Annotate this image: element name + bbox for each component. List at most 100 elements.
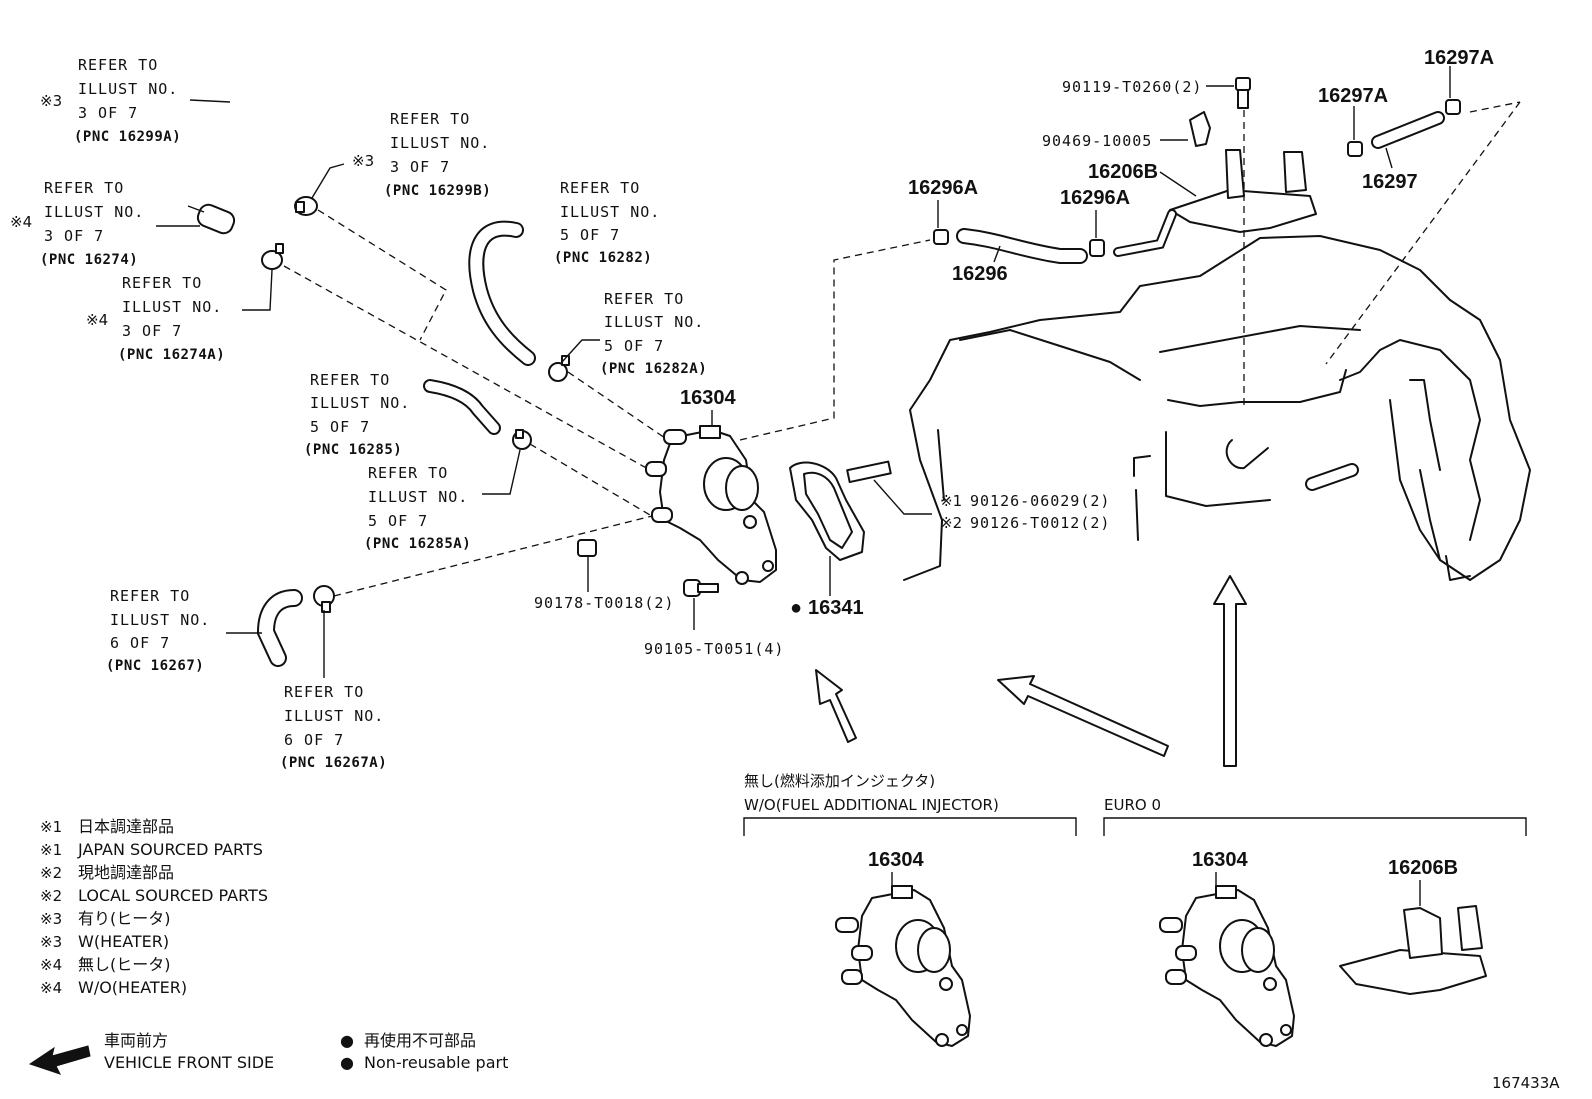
clamp-16299b[interactable] xyxy=(294,163,345,216)
refer-16267a[interactable]: REFER TO ILLUST NO. 6 OF 7 (PNC 16267A) xyxy=(280,683,387,771)
refer-pnc: (PNC 16282A) xyxy=(600,361,707,377)
note-mark: ※1 xyxy=(40,841,62,859)
bracket-16206b[interactable]: 16206B xyxy=(1088,149,1317,257)
part-number: 16304 xyxy=(868,849,924,871)
water-inlet-variant-1 xyxy=(835,885,971,1047)
clip-90469[interactable]: 90469-10005 xyxy=(1042,111,1211,150)
refer-line: ILLUST NO. xyxy=(284,707,384,725)
clamp-16297a-mid[interactable]: 16297A xyxy=(1318,85,1388,157)
note-mark: ※2 xyxy=(40,887,62,905)
note-mark: ※3 xyxy=(40,92,62,110)
hose-16296[interactable]: 16296 xyxy=(952,228,1088,285)
refer-line: 3 OF 7 xyxy=(122,322,182,340)
refer-line: 5 OF 7 xyxy=(604,337,664,355)
note-text: JAPAN SOURCED PARTS xyxy=(77,840,263,859)
note-mark: ※3 xyxy=(40,933,62,951)
arrow-wo-injector xyxy=(815,669,857,743)
part-number: 16296A xyxy=(908,177,978,199)
refer-line: ILLUST NO. xyxy=(368,488,468,506)
part-number: 90119-T0260(2) xyxy=(1062,78,1202,96)
part-number: 16206B xyxy=(1388,857,1458,879)
note-text: W/O(HEATER) xyxy=(78,978,187,997)
refer-line: 3 OF 7 xyxy=(44,227,104,245)
refer-16274[interactable]: ※4 REFER TO ILLUST NO. 3 OF 7 (PNC 16274… xyxy=(10,179,144,268)
part-number: 16297 xyxy=(1362,171,1418,193)
variant-euro0[interactable]: EURO 0 16304 16206B xyxy=(1103,796,1527,1047)
refer-16282[interactable]: REFER TO ILLUST NO. 5 OF 7 (PNC 16282) xyxy=(554,179,660,266)
part-number: 16304 xyxy=(1192,849,1248,871)
refer-16274a[interactable]: ※4 REFER TO ILLUST NO. 3 OF 7 (PNC 16274… xyxy=(86,274,225,363)
part-number: 16297A xyxy=(1424,47,1494,69)
variant-wo-injector[interactable]: 無し(燃料添加インジェクタ) W/O(FUEL ADDITIONAL INJEC… xyxy=(743,772,1077,1047)
refer-line: 6 OF 7 xyxy=(110,634,170,652)
refer-line: ILLUST NO. xyxy=(310,394,410,412)
bolt-90105[interactable]: 90105-T0051(4) xyxy=(644,579,784,658)
clamp-16282a[interactable] xyxy=(548,339,600,382)
hose-16267[interactable] xyxy=(226,589,303,667)
front-arrow-icon xyxy=(28,1045,91,1075)
clamp-16297a-top[interactable]: 16297A xyxy=(1424,47,1494,115)
hose-16285[interactable] xyxy=(423,379,501,435)
part-number: 16296 xyxy=(952,263,1008,285)
variant-caption: EURO 0 xyxy=(1104,796,1161,814)
refer-line: REFER TO xyxy=(44,179,124,197)
refer-16267[interactable]: REFER TO ILLUST NO. 6 OF 7 (PNC 16267) xyxy=(106,587,210,674)
refer-line: ILLUST NO. xyxy=(44,203,144,221)
refer-line: 5 OF 7 xyxy=(368,512,428,530)
note-text: 無し(ヒータ) xyxy=(78,955,171,974)
note-mark: ※1 xyxy=(40,818,62,836)
refer-16285a[interactable]: REFER TO ILLUST NO. 5 OF 7 (PNC 16285A) xyxy=(364,464,471,552)
engine-block xyxy=(903,235,1531,581)
nut-90178[interactable]: 90178-T0018(2) xyxy=(534,539,674,612)
clamp-16296a-right[interactable]: 16296A xyxy=(1060,187,1130,257)
water-inlet-variant-2 xyxy=(1159,885,1295,1047)
vehicle-front-indicator: 車両前方 VEHICLE FRONT SIDE xyxy=(28,1031,274,1075)
note-mark: ※3 xyxy=(352,152,374,170)
hose-16297[interactable]: 16297 xyxy=(1362,111,1445,193)
refer-line: REFER TO xyxy=(310,371,390,389)
clamp-16267a[interactable] xyxy=(313,585,335,678)
refer-line: REFER TO xyxy=(368,464,448,482)
front-label-en: VEHICLE FRONT SIDE xyxy=(104,1053,274,1072)
note-mark: ※1 xyxy=(940,492,962,510)
clamp-16285a[interactable] xyxy=(482,429,532,495)
refer-16282a[interactable]: REFER TO ILLUST NO. 5 OF 7 (PNC 16282A) xyxy=(600,290,707,377)
clamp-16296a-left[interactable]: 16296A xyxy=(908,177,978,245)
nonreusable-mark: ● xyxy=(340,1053,354,1072)
note-text: W(HEATER) xyxy=(78,932,169,951)
note-text: 日本調達部品 xyxy=(78,817,174,836)
bolt-90119[interactable]: 90119-T0260(2) xyxy=(1062,77,1251,109)
refer-line: ILLUST NO. xyxy=(390,134,490,152)
refer-line: REFER TO xyxy=(604,290,684,308)
hose-16282[interactable] xyxy=(468,220,536,366)
note-mark: ※4 xyxy=(10,213,32,231)
refer-pnc: (PNC 16299B) xyxy=(384,183,491,199)
refer-line: REFER TO xyxy=(390,110,470,128)
nonreusable-label-en: Non-reusable part xyxy=(364,1053,508,1072)
front-label-jp: 車両前方 xyxy=(104,1031,168,1050)
refer-line: ILLUST NO. xyxy=(560,203,660,221)
part-number: 90105-T0051(4) xyxy=(644,640,784,658)
part-number: 90126-T0012(2) xyxy=(970,514,1110,532)
gasket-16341[interactable]: ● 16341 xyxy=(789,461,865,619)
refer-line: ILLUST NO. xyxy=(604,313,704,331)
part-number: 16341 xyxy=(808,597,864,619)
refer-line: REFER TO xyxy=(122,274,202,292)
note-mark: ※3 xyxy=(40,910,62,928)
bracket-variant xyxy=(1339,905,1487,995)
hose-16274[interactable] xyxy=(156,202,237,236)
part-number: 16296A xyxy=(1060,187,1130,209)
note-text: 有り(ヒータ) xyxy=(78,909,171,928)
hose-16299a[interactable] xyxy=(189,95,279,205)
nonreusable-mark: ● xyxy=(790,597,802,619)
stud-bolt[interactable]: ※1 90126-06029(2) ※2 90126-T0012(2) xyxy=(846,460,1110,532)
notes-legend: ※1 日本調達部品 ※1 JAPAN SOURCED PARTS ※2 現地調達… xyxy=(40,817,268,997)
refer-16299a[interactable]: ※3 REFER TO ILLUST NO. 3 OF 7 (PNC 16299… xyxy=(40,56,181,145)
refer-16285[interactable]: REFER TO ILLUST NO. 5 OF 7 (PNC 16285) xyxy=(304,371,410,458)
note-text: LOCAL SOURCED PARTS xyxy=(78,886,268,905)
water-inlet-16304[interactable]: 16304 xyxy=(645,387,777,585)
refer-16299b[interactable]: ※3 REFER TO ILLUST NO. 3 OF 7 (PNC 16299… xyxy=(352,110,491,199)
refer-line: ILLUST NO. xyxy=(122,298,222,316)
clamp-16274a[interactable] xyxy=(242,243,284,311)
